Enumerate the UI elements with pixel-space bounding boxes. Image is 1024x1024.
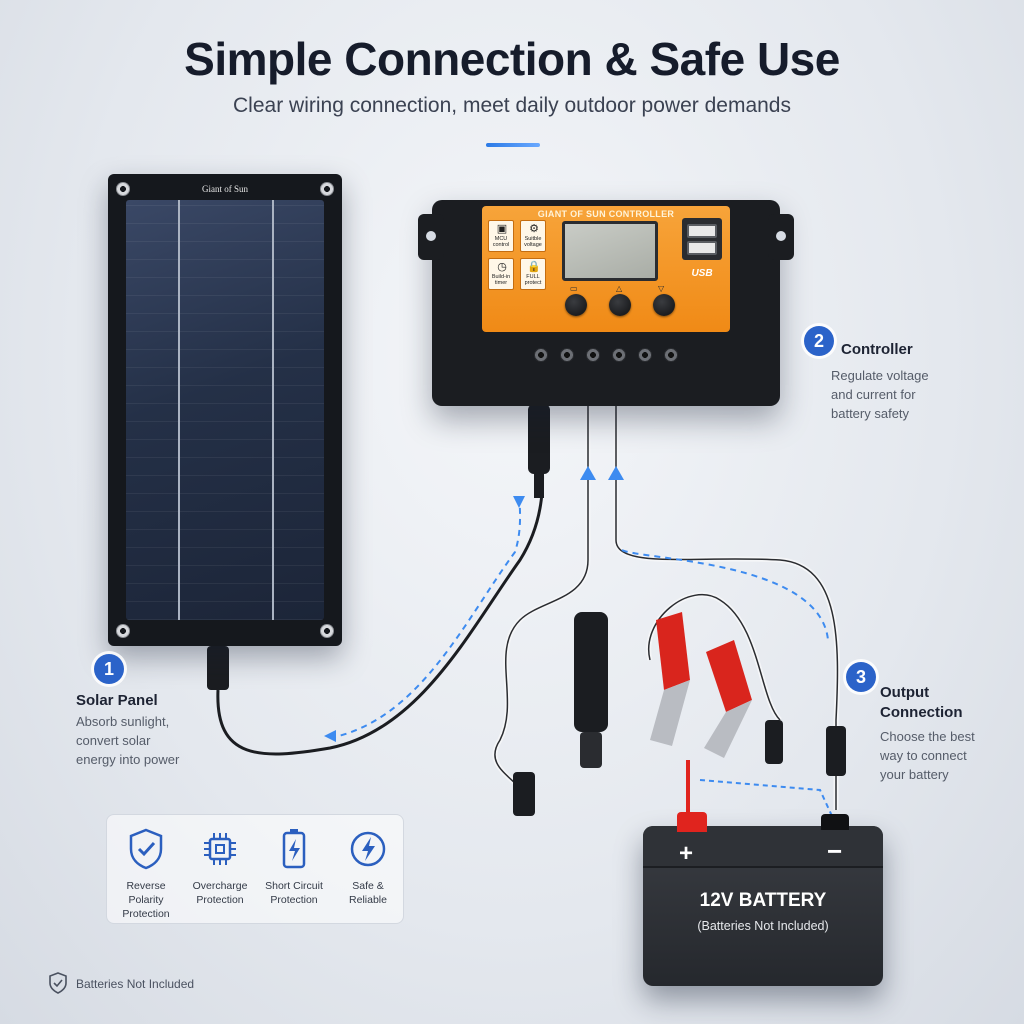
black-clamp — [706, 640, 752, 712]
title-accent-line — [486, 143, 540, 147]
panel-connector — [207, 646, 229, 690]
usb-ports — [682, 218, 722, 260]
terminal-screw — [612, 348, 626, 362]
feature-safe-reliable: Safe & Reliable — [331, 827, 405, 907]
battery-bolt-icon — [282, 829, 306, 869]
terminal-screw — [560, 348, 574, 362]
battery-note: (Batteries Not Included) — [697, 919, 829, 933]
page-subtitle: Clear wiring connection, meet daily outd… — [233, 94, 791, 117]
callout-desc-solar-panel: Absorb sunlight, convert solar energy in… — [76, 714, 180, 767]
panel-busbar — [178, 200, 180, 620]
usb-port — [687, 224, 717, 238]
battery-minus-symbol: − — [827, 836, 843, 866]
battery-dc-plug — [826, 726, 846, 776]
panel-busbar — [272, 200, 274, 620]
controller-brand: GIANT OF SUN CONTROLLER — [537, 209, 675, 219]
solar-flow-line — [329, 491, 522, 739]
page-title: Simple Connection & Safe Use — [184, 33, 840, 85]
clock-icon: ◷ — [497, 261, 507, 273]
panel-grommet — [320, 624, 334, 638]
battery-positive-terminal — [677, 812, 707, 832]
clamp-dc-plug — [765, 720, 783, 764]
gear-icon: ⚙ — [529, 223, 539, 235]
lcd-screen — [562, 221, 658, 281]
panel-grommet — [116, 182, 130, 196]
battery-negative-terminal — [821, 814, 849, 830]
panel-brand-label: Giant of Sun — [202, 184, 248, 194]
battery-title: 12V BATTERY — [699, 890, 827, 911]
protection-features-card: Reverse Polarity Protection Overcharge P… — [106, 814, 404, 924]
down-symbol-icon: ▽ — [658, 284, 665, 293]
chip-icon — [204, 833, 236, 865]
feature-protect: 🔒 FULL protect — [520, 258, 546, 290]
terminal-screw — [638, 348, 652, 362]
feature-reverse-polarity: Reverse Polarity Protection — [109, 827, 183, 921]
usb-label: USB — [691, 268, 713, 279]
callout-desc-output: Choose the best way to connect your batt… — [880, 729, 975, 782]
charge-controller: GIANT OF SUN CONTROLLER ▣ MCU control ⚙ … — [418, 200, 794, 406]
dc-plug-loose — [513, 772, 535, 816]
callout-title-solar-panel: Solar Panel — [76, 692, 158, 709]
shield-check-icon — [49, 972, 67, 994]
panel-grommet — [320, 182, 334, 196]
battery-flow-line-2 — [699, 779, 833, 817]
solar-flow-arrow-down — [513, 496, 525, 508]
up-button[interactable] — [609, 294, 631, 316]
menu-symbol-icon: ▭ — [570, 284, 578, 293]
mounting-ear-right — [768, 214, 794, 260]
input-dc-plug — [528, 404, 550, 474]
menu-button[interactable] — [565, 294, 587, 316]
battery: + − 12V BATTERY (Batteries Not Included) — [643, 812, 883, 986]
solar-flow-arrow — [324, 730, 336, 742]
callout-title-controller: Controller — [841, 341, 913, 358]
terminal-screw — [664, 348, 678, 362]
battery-plus-symbol: + — [679, 840, 694, 867]
down-button[interactable] — [653, 294, 675, 316]
red-clamp — [656, 612, 690, 690]
mounting-ear-left — [418, 214, 444, 260]
callout-number-1: 1 — [94, 654, 124, 684]
feature-short-circuit: Short Circuit Protection — [257, 827, 331, 907]
output-flow-arrow-1 — [580, 466, 596, 480]
chip-icon: ▣ — [496, 223, 508, 235]
feature-timer: ◷ Build-in timer — [488, 258, 514, 290]
shield-check-icon — [129, 828, 163, 870]
feature-mcu: ▣ MCU control — [488, 220, 514, 252]
car-plug — [574, 612, 608, 732]
feature-voltage: ⚙ Suitble voltage — [520, 220, 546, 252]
battery-lid — [643, 826, 883, 868]
solar-panel: Giant of Sun — [108, 174, 342, 646]
usb-port — [687, 241, 717, 255]
solar-cable — [216, 439, 545, 756]
footer-note: Batteries Not Included — [76, 977, 195, 991]
callout-title-output: Output Connection — [880, 684, 963, 721]
solar-cells — [126, 200, 324, 620]
feature-overcharge: Overcharge Protection — [183, 827, 257, 907]
output-flow-arrow-2 — [608, 466, 624, 480]
up-symbol-icon: △ — [616, 284, 623, 293]
panel-grommet — [116, 624, 130, 638]
controller-faceplate: GIANT OF SUN CONTROLLER ▣ MCU control ⚙ … — [482, 206, 730, 332]
callout-desc-controller: Regulate voltage and current for battery… — [831, 368, 929, 421]
terminal-screw — [534, 348, 548, 362]
callout-number-3: 3 — [846, 662, 876, 692]
callout-number-2: 2 — [804, 326, 834, 356]
terminal-screw — [586, 348, 600, 362]
bolt-icon — [350, 831, 386, 867]
lock-icon: 🔒 — [527, 261, 541, 273]
battery-flow-line — [621, 549, 829, 641]
